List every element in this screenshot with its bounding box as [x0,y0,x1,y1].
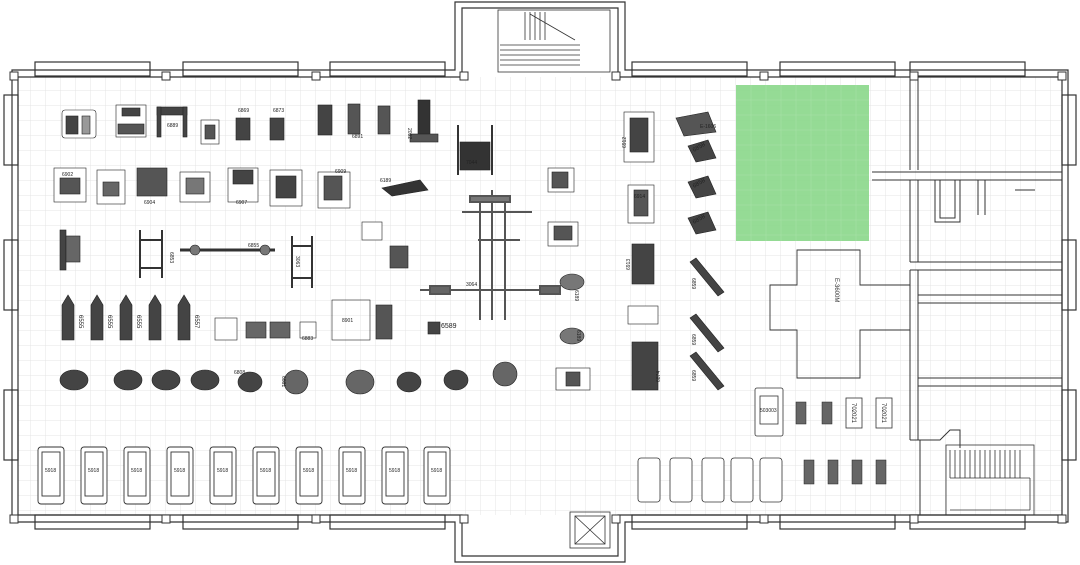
label-6557: 6557 [193,315,199,329]
label-6555-a: 6555 [77,315,83,329]
staircase-bottom-right [945,444,1035,516]
label-6859-a: 6859 [690,278,696,289]
treadmill-label: 5918 [431,468,442,474]
label-3063: 3063 [294,256,300,267]
label-6913: 6913 [626,259,632,270]
treadmill-label: 5918 [303,468,314,474]
treadmill-label: 5918 [88,468,99,474]
label-503003: 503003 [760,408,777,414]
treadmill-row [37,446,451,505]
machines-row-5 [59,361,591,395]
label-6855: 6855 [248,243,259,249]
treadmill-label: 5918 [45,468,56,474]
highlight-grid [736,85,869,241]
label-6808: 6808 [234,370,245,376]
treadmill-label: 5918 [131,468,142,474]
label-6859-b: 6859 [690,334,696,345]
label-6891: 6891 [352,134,363,140]
small-stations [795,401,887,485]
machines-right-column [675,111,725,391]
label-6909: 6909 [335,169,346,175]
label-e3600m: E-3600M [833,278,839,302]
label-6902: 6902 [62,172,73,178]
rig-3064 [420,190,561,320]
label-6912: 6912 [622,137,628,148]
machines-row-4 [61,294,441,341]
label-6189: 6189 [380,178,391,184]
label-e1606: E-1606 [700,124,716,130]
label-6907: 6907 [236,200,247,206]
label-6889: 6889 [167,123,178,129]
label-mid-6189-b: 6189 [575,330,581,341]
ellipticals [637,457,783,503]
label-2092: 2092 [406,128,412,139]
kiosk-group [754,387,893,437]
treadmill-label: 5918 [174,468,185,474]
label-6555-c: 6555 [135,315,141,329]
floor-grid [18,77,1062,515]
machines-row-3 [59,221,409,288]
label-6869: 6869 [238,108,249,114]
label-702021-a: 702021 [850,403,856,424]
treadmill-labels: 5918 5918 5918 5918 5918 5918 5918 5918 … [45,468,442,474]
machines-middle-column [547,111,659,391]
label-8901: 8901 [342,318,353,324]
label-mid-6189-a: 6189 [573,290,579,301]
label-6883: 6883 [302,336,313,342]
treadmill-label: 5918 [217,468,228,474]
treadmill-label: 5918 [260,468,271,474]
label-6859-c: 6859 [690,370,696,381]
label-6873: 6873 [273,108,284,114]
cross-zone-outline [769,249,911,379]
label-6881: 6881 [280,376,286,387]
label-702021-b: 702021 [880,403,886,424]
highlighted-zone[interactable] [736,85,869,241]
structural-columns [9,71,1067,524]
machines-row-2 [53,167,429,209]
right-rooms [872,80,1062,515]
label-6555-b: 6555 [106,315,112,329]
treadmill-label: 5918 [346,468,357,474]
label-6589: 6589 [441,323,457,330]
label-6874: 6874 [656,371,662,382]
label-6853: 6853 [168,252,174,263]
label-3064: 3064 [466,282,477,288]
staircase-top [497,9,611,73]
label-6904: 6904 [144,200,155,206]
treadmill-label: 5918 [389,468,400,474]
label-6914: 6914 [634,194,645,200]
machines-row-1 [61,99,493,175]
elevator-bottom [569,511,611,549]
label-7044: 7044 [466,160,477,166]
